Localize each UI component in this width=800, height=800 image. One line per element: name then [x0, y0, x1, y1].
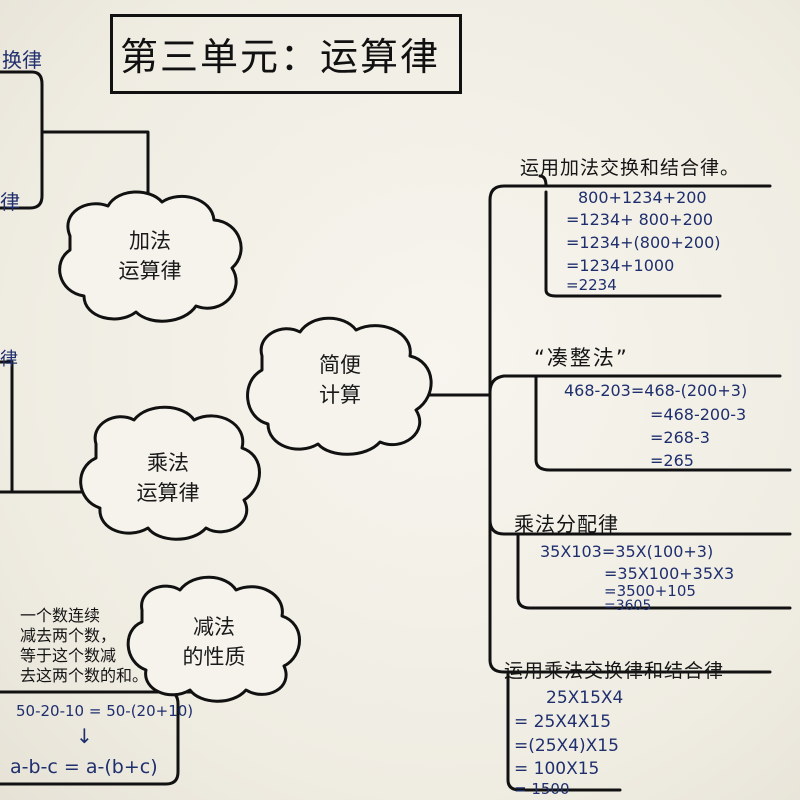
branch4-heading: 运用乘法交换律和结合律: [504, 660, 725, 682]
main-trunk: [488, 184, 772, 202]
cloud-addition: [58, 190, 243, 323]
subtraction-text-line1: 一个数连续: [20, 606, 101, 625]
branch4-line2: = 25X4X15: [514, 712, 612, 732]
branch2-line: [488, 374, 782, 394]
branch3-line4: =3605: [604, 598, 652, 614]
branch2-line1: 468-203=468-(200+3): [564, 381, 748, 400]
left-mid-label: 律: [0, 349, 18, 370]
cloud-simplify-line1: 简便: [319, 353, 361, 377]
cloud-subtraction-text: 减法 的性质: [164, 612, 264, 672]
branch2-line2: =468-200-3: [650, 405, 747, 424]
branch3-heading: 乘法分配律: [514, 512, 619, 536]
cloud-simplify-line2: 计算: [319, 383, 361, 407]
branch4-bracket: [506, 670, 622, 792]
branch4-line4: = 100X15: [514, 759, 600, 779]
title-box: [110, 14, 462, 94]
subtraction-formula: a-b-c = a-(b+c): [10, 756, 158, 778]
left-mid-bracket: [0, 360, 14, 494]
branch2-heading: “凑整法”: [534, 346, 629, 370]
branch1-line2: =1234+ 800+200: [566, 210, 714, 229]
branch4-line3: =(25X4)X15: [514, 736, 619, 756]
branch2-line4: =265: [650, 451, 694, 470]
branch2-bracket: [534, 374, 792, 472]
cloud-addition-text: 加法 运算律: [100, 226, 200, 286]
cloud-simplify: [246, 316, 433, 456]
branch3-line: [488, 518, 792, 536]
branch1-line5: =2234: [566, 276, 617, 294]
subtraction-text-line2: 减去两个数，: [20, 626, 117, 645]
cloud-subtraction-line1: 减法: [193, 615, 235, 639]
branch3-line3: =3500+105: [604, 582, 696, 600]
subtraction-text-line4: 去这两个数的和。: [20, 666, 149, 685]
cloud-multiplication: [79, 405, 261, 541]
branch1-bracket: [538, 174, 722, 298]
cloud-multiplication-text: 乘法 运算律: [118, 448, 218, 508]
cloud-subtraction-line2: 的性质: [182, 645, 246, 669]
branch1-line3: =1234+(800+200): [566, 233, 721, 252]
branch2-line3: =268-3: [650, 428, 710, 447]
branch3-line1: 35X103=35X(100+3): [540, 542, 714, 561]
subtraction-property-text: 一个数连续 减去两个数， 等于这个数减 去这两个数的和。: [20, 606, 148, 686]
subtraction-example: 50-20-10 = 50-(20+10): [16, 702, 194, 720]
cloud-addition-line2: 运算律: [118, 259, 182, 283]
branch1-line4: =1234+1000: [566, 256, 675, 275]
branch4-line1: 25X15X4: [546, 688, 624, 708]
page-title: 第三单元：运算律: [120, 35, 441, 79]
branch1-line1: 800+1234+200: [578, 188, 707, 207]
subtraction-text-line3: 等于这个数减: [20, 646, 117, 665]
cloud-simplify-text: 简便 计算: [290, 350, 390, 410]
addition-connector: [40, 130, 150, 207]
branch3-line2: =35X100+35X3: [604, 564, 735, 583]
left-top-label: 换律: [2, 48, 42, 72]
branch1-heading: 运用加法交换和结合律。: [520, 157, 741, 179]
branch4-line5: = 1500: [514, 780, 570, 798]
cloud-addition-line1: 加法: [129, 229, 171, 253]
left-top-label-2: 律: [0, 190, 20, 214]
cloud-multiplication-line2: 运算律: [136, 481, 200, 505]
branch3-bracket: [516, 532, 792, 610]
down-arrow-icon: ↓: [76, 724, 93, 748]
cloud-multiplication-line1: 乘法: [147, 451, 189, 475]
left-top-bracket: [0, 70, 44, 210]
cloud-subtraction: [126, 575, 301, 703]
